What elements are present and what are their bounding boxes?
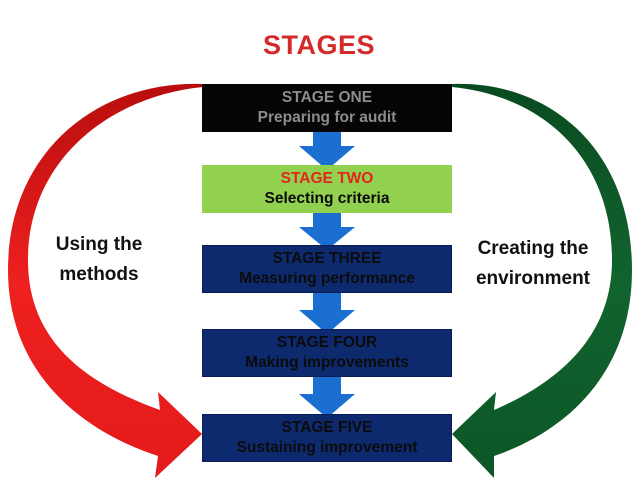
left-arrow-label-line2: methods [59,264,139,285]
stage-one-box: STAGE ONE Preparing for audit [202,84,452,132]
stage-three-description: Measuring performance [239,270,415,287]
stage-three-heading: STAGE THREE [272,250,382,267]
stage-four-heading: STAGE FOUR [276,334,378,351]
left-arrow-label: Using the methods [44,230,154,290]
connector-arrow-4 [299,377,355,418]
stage-two-description: Selecting criteria [264,190,390,207]
left-arrow-label-line1: Using the [55,234,143,255]
right-arrow-label: Creating the environment [463,234,603,294]
diagram-title: STAGES [262,30,375,60]
stage-five-description: Sustaining improvement [236,439,418,456]
connector-arrow-3 [299,293,355,334]
stage-five-box: STAGE FIVE Sustaining improvement [202,414,452,462]
stage-four-box: STAGE FOUR Making improvements [202,329,452,377]
stage-three-box: STAGE THREE Measuring performance [202,245,452,293]
left-curved-arrow [8,83,203,478]
right-curved-arrow [452,83,632,478]
stage-one-heading: STAGE ONE [281,89,373,106]
stage-four-description: Making improvements [245,354,409,371]
connector-arrow-1 [299,132,355,170]
stage-five-heading: STAGE FIVE [281,419,373,436]
stage-two-box: STAGE TWO Selecting criteria [202,165,452,213]
right-arrow-label-line2: environment [475,268,591,289]
stage-one-description: Preparing for audit [257,109,397,126]
connector-arrow-2 [299,213,355,250]
stage-two-heading: STAGE TWO [280,170,374,187]
right-arrow-label-line1: Creating the [477,238,589,259]
